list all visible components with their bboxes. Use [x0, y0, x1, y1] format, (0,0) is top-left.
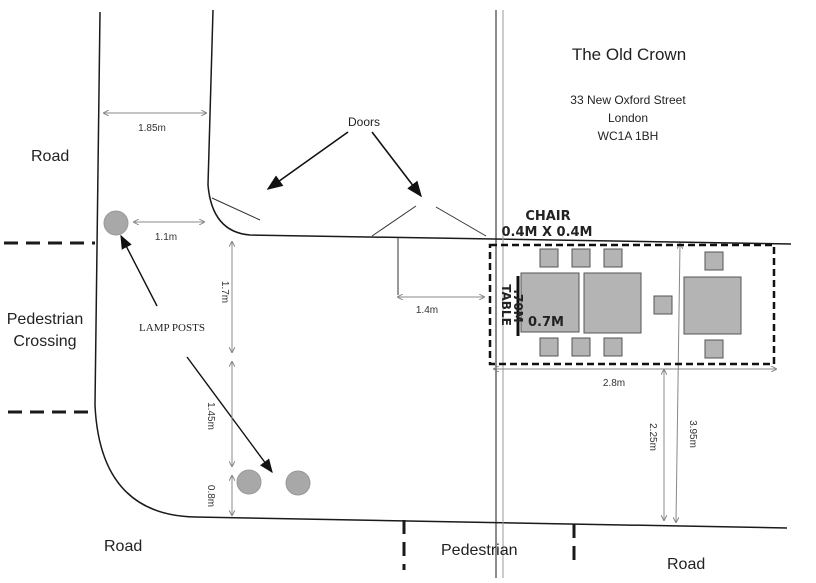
doors: [211, 197, 487, 295]
venue-street: 33 New Oxford Street: [570, 93, 686, 107]
lamp-posts: [103, 210, 311, 496]
dim-3-95m: 3.95m: [687, 420, 698, 448]
venue-postcode: WC1A 1BH: [598, 129, 659, 143]
chair: [704, 339, 724, 359]
chair-size-label-line1: CHAIR: [525, 209, 570, 224]
table: [583, 272, 642, 334]
furniture: [520, 248, 742, 359]
lamp-post: [236, 469, 262, 495]
chair: [571, 248, 591, 268]
door-arrows: [266, 131, 422, 198]
road-label-left: Road: [31, 148, 69, 165]
chair: [539, 248, 559, 268]
venue-name: The Old Crown: [572, 45, 686, 64]
dim-0-8m: 0.8m: [205, 485, 216, 507]
lamp-post: [285, 470, 311, 496]
road-label-bottom-right: Road: [667, 556, 705, 573]
dim-1-4m: 1.4m: [416, 305, 438, 316]
dim-2-8m: 2.8m: [603, 378, 625, 389]
table: [683, 276, 742, 335]
dim-1-7m: 1.7m: [219, 281, 230, 303]
chair: [603, 248, 623, 268]
chair-size-label-line2: 0.4M X 0.4M: [501, 225, 592, 240]
venue-city: London: [608, 111, 648, 125]
doors-label: Doors: [348, 115, 380, 129]
table-width-label: 0.7M: [528, 315, 564, 330]
road-edge-dashes: [4, 241, 576, 570]
table: [520, 272, 580, 333]
dim-1-1m: 1.1m: [155, 232, 177, 243]
chair: [603, 337, 623, 357]
dim-2-25m: 2.25m: [647, 423, 658, 451]
street-outline: [94, 9, 792, 578]
dim-1-85m: 1.85m: [138, 123, 166, 134]
building-corner: [207, 9, 792, 245]
crossing-label-line1: Pedestrian: [7, 311, 84, 328]
chair: [704, 251, 724, 271]
pedestrian-label-bottom: Pedestrian: [441, 542, 518, 559]
lamp-post: [103, 210, 129, 236]
seating-area: [488, 243, 776, 366]
chair: [539, 337, 559, 357]
chair: [653, 295, 673, 315]
table-label: TABLE: [499, 284, 513, 326]
lamp-post-arrows: [120, 234, 273, 474]
dimension-lines: [104, 113, 776, 522]
dim-1-45m: 1.45m: [205, 402, 216, 430]
lamp-posts-label: LAMP POSTS: [139, 322, 205, 334]
road-label-bottom-left: Road: [104, 538, 142, 555]
table-depth-label: .70M: [511, 289, 525, 322]
left-kerb: [94, 11, 788, 529]
crossing-label-line2: Crossing: [13, 333, 76, 350]
chair: [571, 337, 591, 357]
